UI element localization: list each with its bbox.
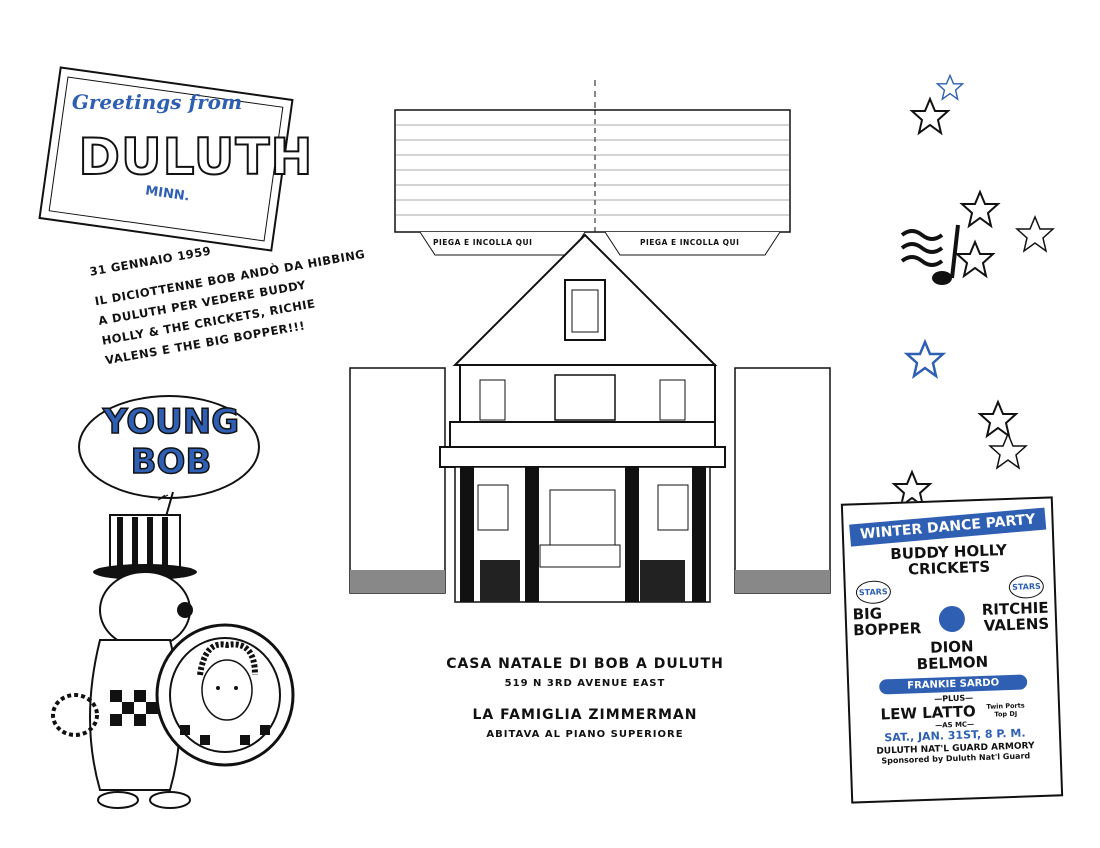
fold-label-left: PIEGA E INCOLLA QUI [433, 238, 533, 247]
star-icon [961, 191, 999, 227]
poster-act: VALENS [983, 614, 1050, 635]
caption-address: 519 N 3RD AVENUE EAST [504, 678, 666, 689]
bear-drummer-illustration [51, 491, 295, 809]
bubble-line: YOUNG [102, 401, 240, 443]
stars-badge: STARS [855, 580, 892, 605]
star-icon [936, 74, 964, 100]
poster-mc-note: Twin Ports Top DJ [986, 701, 1025, 719]
poster-act: BOPPER [852, 619, 922, 640]
speech-bubble [78, 395, 260, 499]
music-waves-icon [900, 229, 944, 267]
story-text: 31 GENNAIO 1959 IL DICIOTTENNE BOB ANDÒ … [88, 214, 377, 370]
caption-title-2: LA FAMIGLIA ZIMMERMAN [472, 707, 698, 723]
decorative-stars [893, 74, 1061, 785]
side-wall-left [349, 367, 446, 594]
side-wall-right [734, 367, 831, 594]
speech-bubble-text: YOUNG BOB [96, 401, 246, 483]
house-caption: CASA NATALE DI BOB A DULUTH 519 N 3RD AV… [400, 656, 770, 740]
star-icon [905, 340, 945, 378]
star-icon [956, 241, 994, 277]
poster-center-circle [938, 605, 965, 633]
postcard-city: DULUTH [78, 127, 315, 187]
star-icon [1016, 216, 1054, 252]
duluth-postcard: Greetings from DULUTH MINN. [38, 66, 314, 252]
star-icon [911, 98, 949, 134]
bubble-line: BOB [130, 441, 212, 483]
caption-subtitle-2: ABITAVA AL PIANO SUPERIORE [486, 729, 684, 740]
roof-panel [394, 109, 791, 233]
house-paper-model [349, 80, 831, 603]
star-icon [979, 401, 1017, 437]
music-note-icon [932, 271, 952, 285]
star-icon [989, 433, 1027, 469]
caption-title: CASA NATALE DI BOB A DULUTH [446, 656, 724, 672]
winter-dance-party-poster: WINTER DANCE PARTY BUDDY HOLLY CRICKETS … [840, 496, 1064, 804]
fold-label-right: PIEGA E INCOLLA QUI [640, 238, 740, 247]
balcony-railing [449, 421, 716, 448]
stars-badge: STARS [1008, 574, 1045, 599]
postcard-greeting: Greetings from [71, 90, 243, 115]
